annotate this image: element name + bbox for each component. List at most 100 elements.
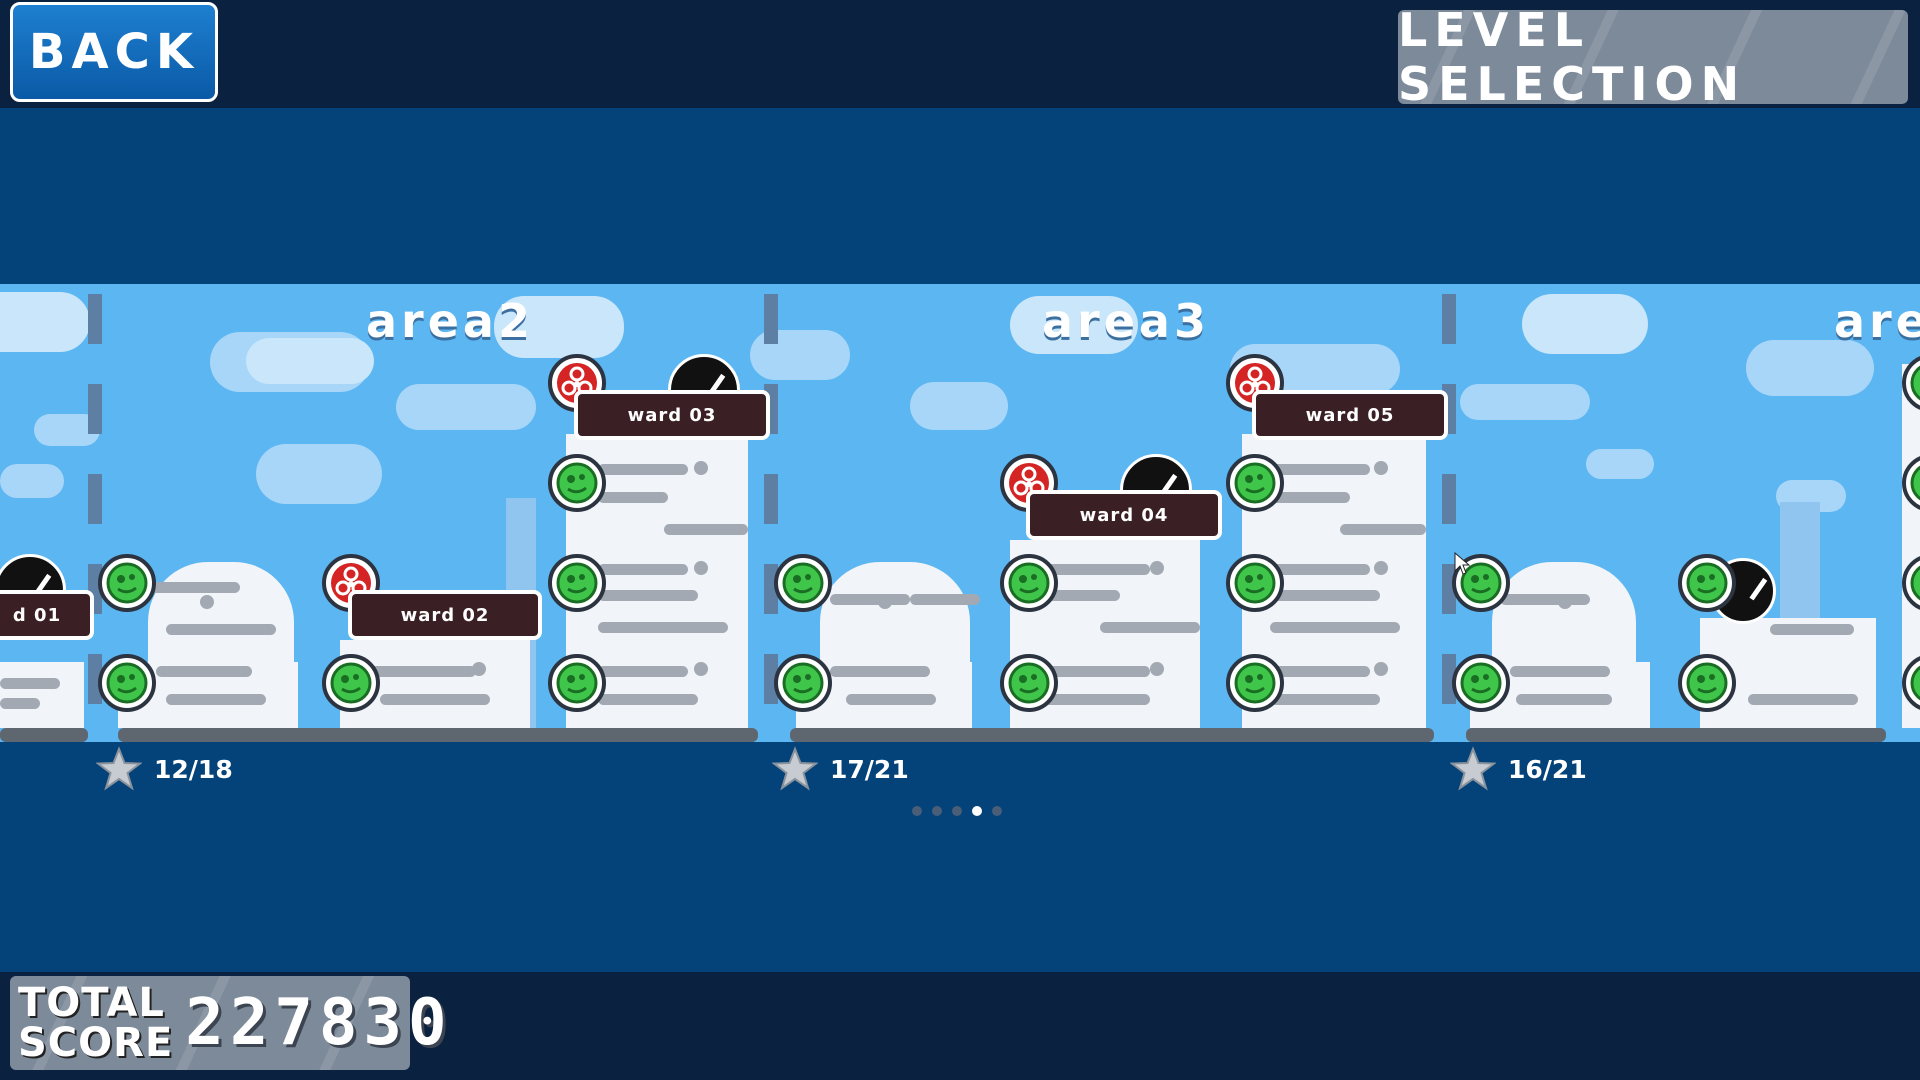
floor-line bbox=[380, 694, 490, 705]
floor-line bbox=[1270, 492, 1350, 503]
cloud bbox=[494, 296, 624, 358]
floor-line bbox=[598, 464, 688, 475]
ward-04-label[interactable]: ward 04 bbox=[1026, 490, 1222, 540]
level-node-completed[interactable] bbox=[1902, 354, 1920, 412]
level-node-completed[interactable] bbox=[1678, 554, 1736, 612]
area-title-area4: area bbox=[1834, 294, 1920, 348]
green-germ-icon bbox=[782, 562, 824, 604]
green-germ-icon bbox=[1234, 462, 1276, 504]
floor-line bbox=[0, 678, 60, 689]
page-dot[interactable] bbox=[992, 806, 1002, 816]
green-germ-icon bbox=[1910, 365, 1920, 401]
level-node-completed[interactable] bbox=[548, 454, 606, 512]
area3-star-count: 17/21 bbox=[772, 746, 909, 792]
page-dot[interactable] bbox=[932, 806, 942, 816]
level-node-completed[interactable] bbox=[1452, 654, 1510, 712]
total-score-label: TOTAL SCORE bbox=[18, 980, 174, 1066]
level-node-completed[interactable] bbox=[548, 554, 606, 612]
green-germ-icon bbox=[1686, 562, 1728, 604]
green-germ-icon bbox=[1910, 465, 1920, 501]
cloud bbox=[1586, 449, 1654, 479]
hospital-floor bbox=[0, 662, 84, 728]
floor-line bbox=[166, 624, 276, 635]
floor-line bbox=[910, 594, 980, 605]
floor-dot bbox=[694, 662, 708, 676]
floor-line bbox=[1040, 564, 1150, 575]
cloud bbox=[1522, 294, 1648, 354]
area4-star-count: 16/21 bbox=[1450, 746, 1587, 792]
floor-line bbox=[1748, 694, 1858, 705]
floor-line bbox=[830, 666, 930, 677]
hospital-tower bbox=[1902, 364, 1920, 728]
floor-line bbox=[598, 564, 688, 575]
level-node-completed[interactable] bbox=[548, 654, 606, 712]
floor-line bbox=[0, 698, 40, 709]
level-map-strip[interactable]: area2 area3 area d 01 ward 02 ward 03 bbox=[0, 284, 1920, 742]
cloud bbox=[1460, 384, 1590, 420]
floor-line bbox=[1510, 666, 1610, 677]
floor-dot bbox=[878, 595, 892, 609]
level-node-completed[interactable] bbox=[98, 654, 156, 712]
cloud bbox=[246, 338, 374, 384]
level-node-completed[interactable] bbox=[774, 554, 832, 612]
star-icon bbox=[1450, 746, 1496, 791]
area-title-area3: area3 bbox=[1042, 294, 1210, 348]
page-dot[interactable] bbox=[912, 806, 922, 816]
green-germ-icon bbox=[1234, 662, 1276, 704]
floor-line bbox=[1270, 590, 1380, 601]
star-icon bbox=[96, 746, 142, 791]
area2-star-count: 12/18 bbox=[96, 746, 233, 792]
level-node-completed[interactable] bbox=[1226, 454, 1284, 512]
level-node-completed[interactable] bbox=[1678, 654, 1736, 712]
floor-dot bbox=[694, 461, 708, 475]
floor-line bbox=[846, 694, 936, 705]
floor-line bbox=[598, 666, 688, 677]
back-button[interactable]: BACK bbox=[10, 2, 218, 102]
green-germ-icon bbox=[1910, 665, 1920, 701]
star-count-text: 17/21 bbox=[830, 754, 909, 784]
floor-dot bbox=[1150, 561, 1164, 575]
green-germ-icon bbox=[782, 662, 824, 704]
ground bbox=[790, 728, 1434, 742]
floor-line bbox=[1100, 622, 1200, 633]
cloud bbox=[1010, 296, 1138, 354]
cloud bbox=[256, 444, 382, 504]
floor-line bbox=[1270, 666, 1370, 677]
floor-dot bbox=[1374, 662, 1388, 676]
floor-line bbox=[598, 492, 668, 503]
area-title-area2: area2 bbox=[366, 294, 534, 348]
floor-line bbox=[1030, 590, 1120, 601]
floor-line bbox=[1500, 594, 1590, 605]
page-dot[interactable] bbox=[972, 806, 982, 816]
page-indicator bbox=[912, 806, 1002, 816]
floor-line bbox=[1040, 694, 1150, 705]
green-germ-icon bbox=[1910, 565, 1920, 601]
page-dot[interactable] bbox=[952, 806, 962, 816]
level-node-completed[interactable] bbox=[98, 554, 156, 612]
ward-05-label[interactable]: ward 05 bbox=[1252, 390, 1448, 440]
floor-line bbox=[1040, 666, 1150, 677]
floor-line bbox=[598, 694, 698, 705]
ward-01-label[interactable]: d 01 bbox=[0, 590, 94, 640]
floor-line bbox=[166, 694, 266, 705]
level-node-completed[interactable] bbox=[1902, 554, 1920, 612]
level-node-completed[interactable] bbox=[774, 654, 832, 712]
floor-line bbox=[1516, 694, 1612, 705]
level-node-completed[interactable] bbox=[1226, 554, 1284, 612]
ward-02-label[interactable]: ward 02 bbox=[348, 590, 542, 640]
floor-line bbox=[1770, 624, 1854, 635]
floor-line bbox=[366, 666, 476, 677]
floor-line bbox=[1270, 464, 1370, 475]
ward-03-label[interactable]: ward 03 bbox=[574, 390, 770, 440]
floor-line bbox=[1340, 524, 1426, 535]
level-node-completed[interactable] bbox=[322, 654, 380, 712]
green-germ-icon bbox=[1234, 562, 1276, 604]
level-node-completed[interactable] bbox=[1000, 654, 1058, 712]
level-node-completed[interactable] bbox=[1226, 654, 1284, 712]
floor-dot bbox=[1374, 461, 1388, 475]
cloud bbox=[910, 382, 1008, 430]
level-node-completed[interactable] bbox=[1000, 554, 1058, 612]
ground bbox=[0, 728, 88, 742]
ground bbox=[1466, 728, 1886, 742]
floor-line bbox=[830, 594, 910, 605]
